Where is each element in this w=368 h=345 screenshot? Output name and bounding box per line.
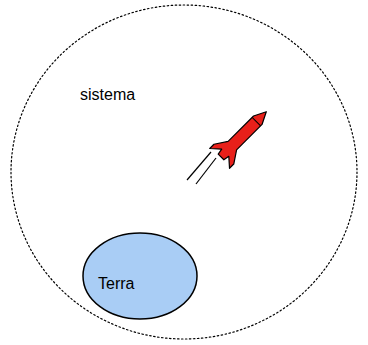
earth-label: Terra — [98, 274, 134, 293]
system-boundary: sistemaTerra — [10, 4, 358, 340]
rocket — [210, 102, 276, 168]
system-label: sistema — [80, 85, 135, 104]
exhaust-line — [187, 152, 211, 180]
exhaust-line — [196, 158, 216, 184]
earth-circle: Terra — [82, 232, 198, 320]
